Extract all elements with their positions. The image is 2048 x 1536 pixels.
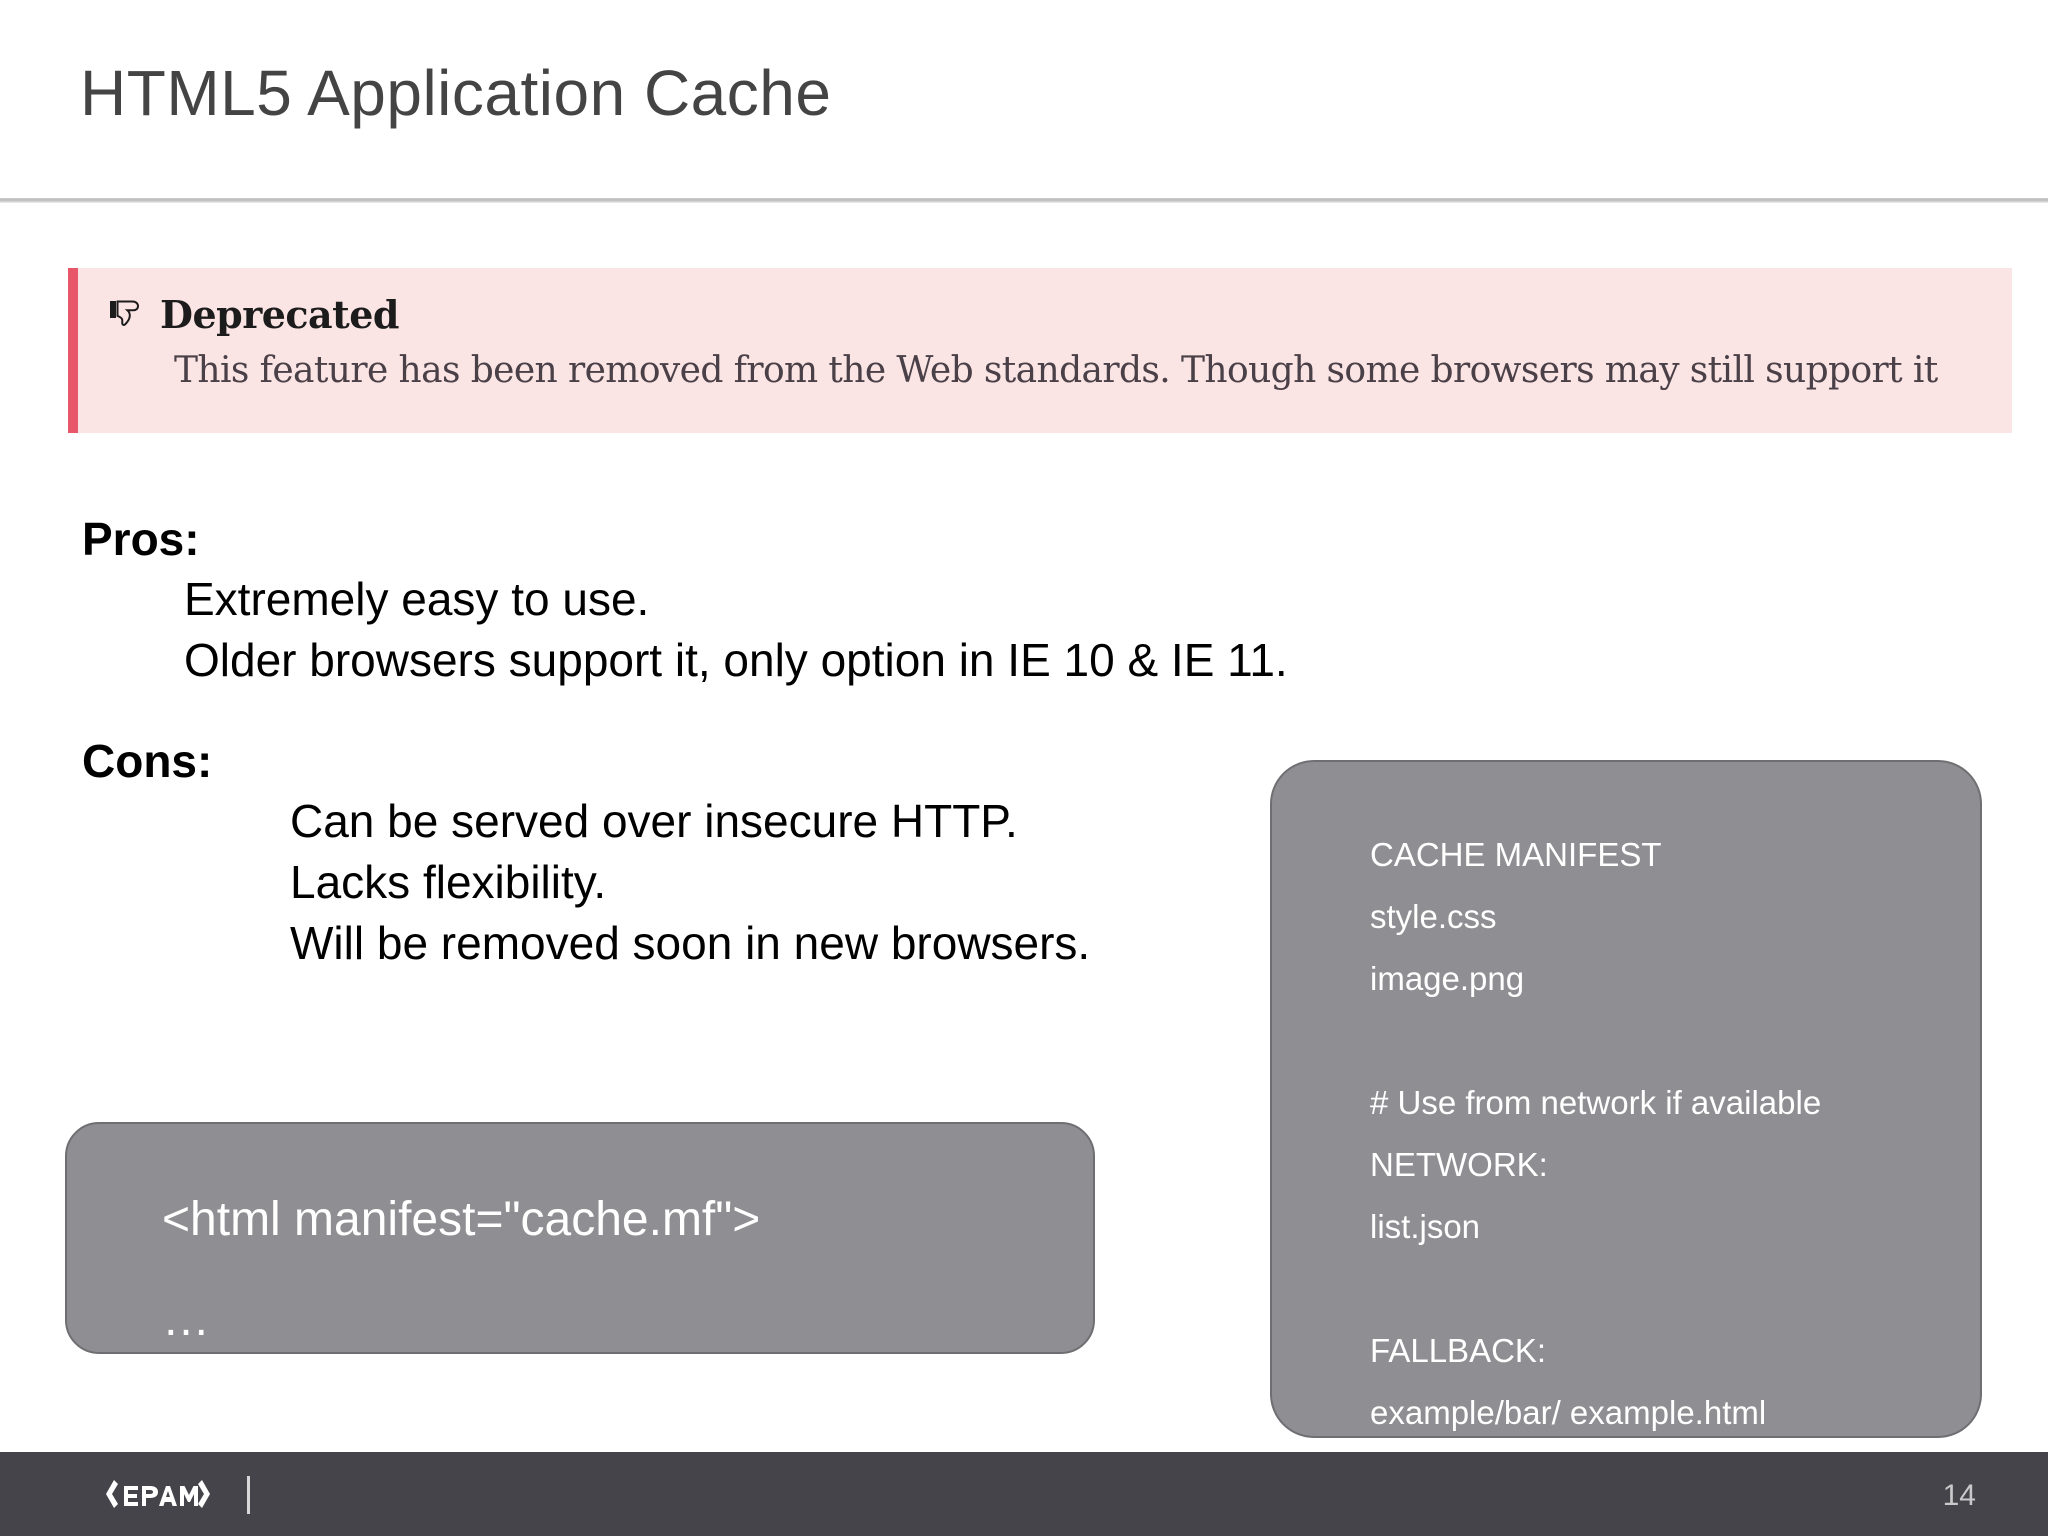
page-number: 14 bbox=[1942, 1479, 1976, 1512]
pros-item: Older browsers support it, only option i… bbox=[184, 633, 1288, 686]
manifest-line: CACHE MANIFEST bbox=[1370, 836, 1662, 873]
manifest-line-blank bbox=[1370, 1010, 1980, 1072]
thumbs-down-icon bbox=[106, 295, 146, 335]
html-snippet-line: <html manifest="cache.mf"> bbox=[162, 1193, 761, 1246]
html-snippet-box: <html manifest="cache.mf"> … bbox=[65, 1122, 1095, 1354]
pros-label: Pros: bbox=[82, 513, 200, 565]
cons-item: Will be removed soon in new browsers. bbox=[290, 916, 1091, 969]
manifest-line-blank bbox=[1370, 1258, 1980, 1320]
epam-logo bbox=[104, 1474, 212, 1519]
pros-item: Extremely easy to use. bbox=[184, 572, 650, 625]
manifest-line: list.json bbox=[1370, 1208, 1481, 1245]
footer-bar: 14 bbox=[0, 1452, 2048, 1536]
section-spacer bbox=[82, 690, 1382, 732]
footer-divider bbox=[247, 1476, 250, 1514]
html-snippet-ellipsis: … bbox=[162, 1293, 214, 1346]
cache-manifest-box: CACHE MANIFEST style.css image.png # Use… bbox=[1270, 760, 1982, 1438]
manifest-line: image.png bbox=[1370, 960, 1525, 997]
deprecated-banner-header: Deprecated bbox=[106, 292, 399, 337]
page-title: HTML5 Application Cache bbox=[80, 57, 832, 129]
deprecated-banner: Deprecated This feature has been removed… bbox=[68, 268, 2012, 433]
deprecated-label: Deprecated bbox=[160, 292, 399, 337]
manifest-line: NETWORK: bbox=[1370, 1146, 1548, 1183]
pros-cons-list: Pros: Extremely easy to use. Older brows… bbox=[82, 510, 1382, 973]
manifest-line: style.css bbox=[1370, 898, 1497, 935]
manifest-line: FALLBACK: bbox=[1370, 1332, 1547, 1369]
deprecated-description: This feature has been removed from the W… bbox=[174, 350, 1938, 391]
cons-item: Lacks flexibility. bbox=[290, 855, 607, 908]
cons-item: Can be served over insecure HTTP. bbox=[290, 795, 1018, 848]
title-divider bbox=[0, 198, 2048, 203]
cons-label: Cons: bbox=[82, 735, 213, 788]
manifest-line: example/bar/ example.html bbox=[1370, 1394, 1767, 1431]
manifest-line: # Use from network if available bbox=[1370, 1084, 1822, 1121]
